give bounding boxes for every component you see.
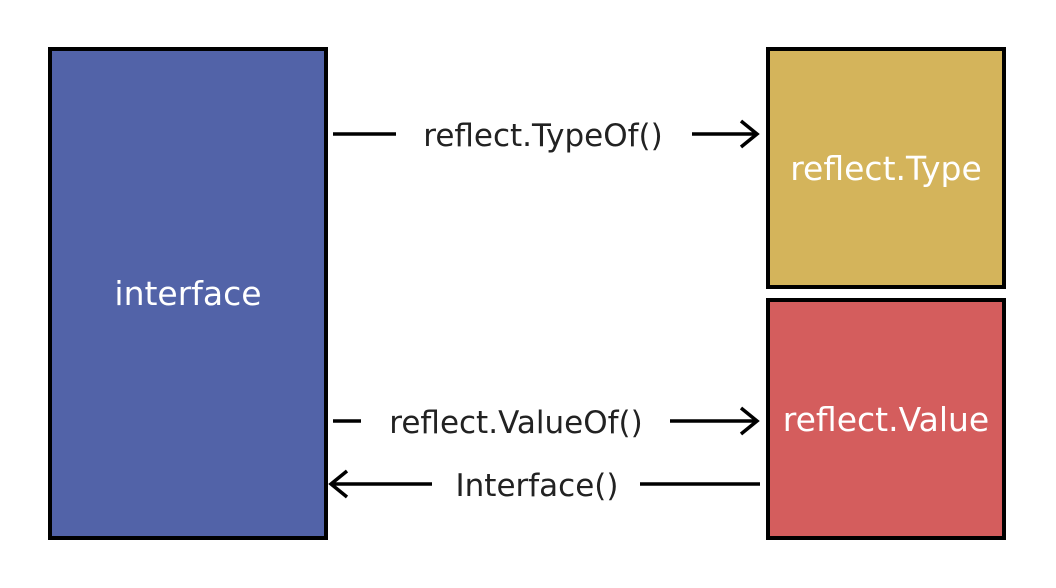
valueof-arrow	[333, 406, 760, 436]
reflect-value-box: reflect.Value	[766, 298, 1006, 540]
reflect-value-box-label: reflect.Value	[782, 399, 990, 439]
typeof-arrow-label: reflect.TypeOf()	[404, 116, 682, 156]
typeof-arrow	[333, 119, 760, 149]
interface-arrow-label: Interface()	[440, 466, 634, 506]
reflect-type-box: reflect.Type	[766, 47, 1006, 289]
interface-box: interface	[48, 47, 328, 540]
interface-box-label: interface	[114, 274, 262, 313]
interface-arrow	[328, 469, 760, 499]
valueof-arrow-label: reflect.ValueOf()	[370, 403, 662, 443]
reflect-type-box-label: reflect.Type	[790, 148, 982, 188]
